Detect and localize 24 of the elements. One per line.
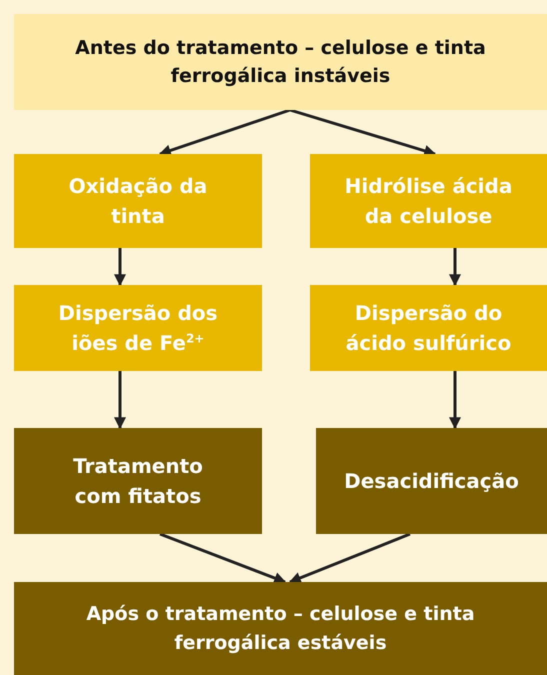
box-text: Após o tratamento – celulose e tinta ferrogálica estáveis <box>85 602 476 656</box>
process-box <box>310 285 547 371</box>
box-text: Tratamento com fitatos <box>72 453 204 510</box>
box-text: Desacidificação <box>344 468 519 495</box>
arrow <box>159 532 286 584</box>
arrow <box>449 248 461 286</box>
process-box <box>14 154 262 248</box>
arrow <box>114 371 126 430</box>
arrow <box>288 532 411 584</box>
box-text: Antes do tratamento – celulose e tinta ferrogálica instáveis <box>74 36 487 89</box>
box-text: Oxidação da tinta <box>68 173 208 230</box>
arrow <box>158 108 290 156</box>
arrow <box>114 248 126 286</box>
process-box <box>14 14 547 110</box>
box-text: Dispersão do ácido sulfúrico <box>344 300 512 357</box>
box-text: Dispersão dos iões de Fe$^{2+}$ <box>57 300 219 357</box>
arrow <box>449 371 461 430</box>
arrow <box>290 108 436 157</box>
process-box <box>316 428 547 534</box>
box-text: Hidrólise ácida da celulose <box>344 173 513 230</box>
process-box <box>310 154 547 248</box>
process-box <box>14 582 547 675</box>
process-box <box>14 285 262 371</box>
process-box <box>14 428 262 534</box>
